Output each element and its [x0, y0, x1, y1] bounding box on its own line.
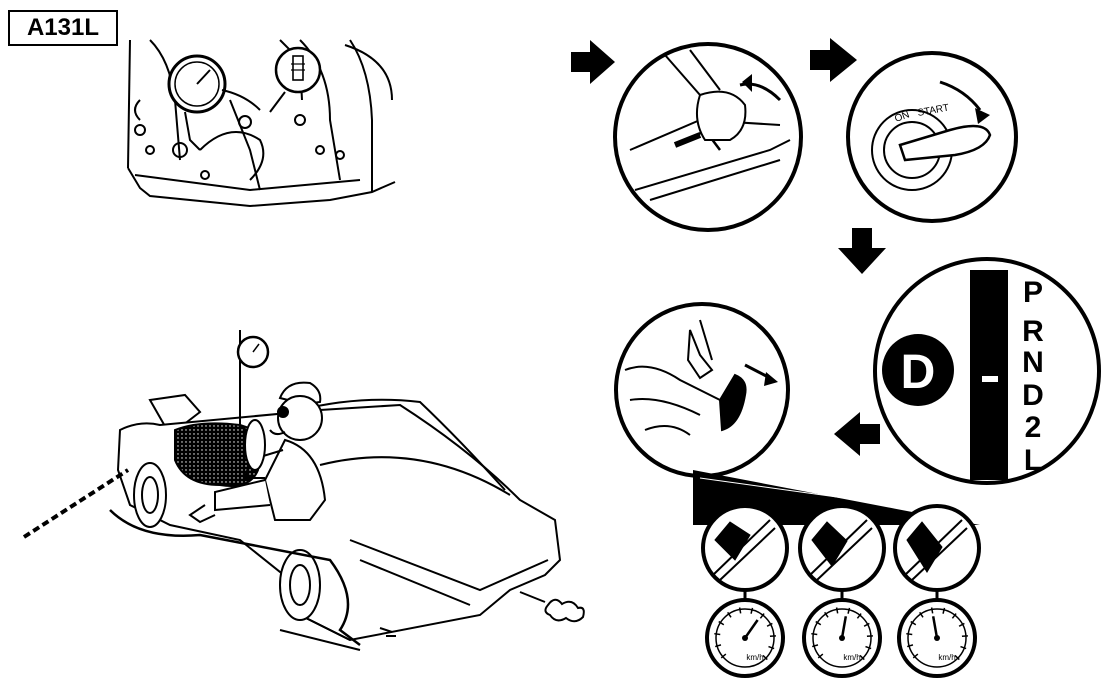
gear-positions-list: P R N D 2 L	[1022, 276, 1044, 477]
accelerator-step	[616, 304, 788, 476]
gear-position: D	[1022, 379, 1044, 412]
arrow-right-icon	[810, 38, 857, 82]
gear-position: R	[1022, 315, 1044, 348]
arrow-right-icon	[571, 40, 615, 84]
gear-position: L	[1024, 444, 1042, 477]
pedal-gauge-pair: km/h	[800, 506, 884, 676]
speed-unit-label: km/h	[746, 653, 763, 662]
speed-unit-label: km/h	[843, 653, 860, 662]
fitting-callout	[270, 48, 320, 112]
parking-brake-step	[615, 44, 801, 230]
pedal-gauge-pair: km/h	[895, 506, 979, 676]
pedal-gauge-pair: km/h	[703, 506, 787, 676]
gear-position: 2	[1025, 411, 1042, 444]
selected-gear-label: D	[901, 346, 936, 399]
arrow-left-icon	[834, 412, 880, 456]
gear-position: N	[1022, 346, 1044, 379]
exhaust-smoke-icon	[520, 592, 584, 621]
shift-selector-step: D P R N D 2 L	[875, 259, 1099, 483]
pedal-circle	[703, 506, 787, 590]
speed-unit-label: km/h	[938, 653, 955, 662]
ignition-step: ON START	[848, 53, 1016, 221]
arrow-down-icon	[838, 228, 886, 274]
transmission-gauge-illustration	[128, 40, 395, 206]
pedal-gauge-sequence: km/h km/h km/h	[703, 506, 979, 676]
car-test-illustration	[24, 330, 584, 650]
tow-chain-icon	[24, 470, 128, 537]
gear-position: P	[1023, 276, 1043, 309]
